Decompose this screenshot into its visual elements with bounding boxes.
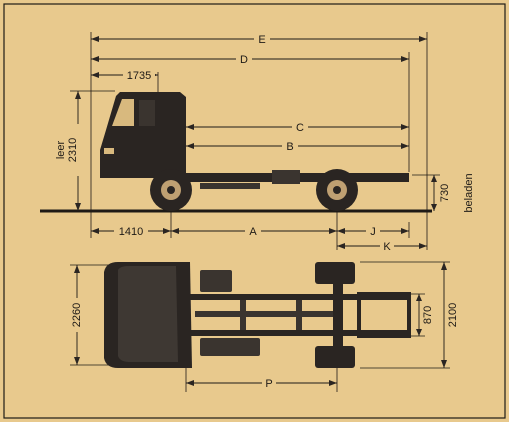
dim-label-frame-width: 870	[422, 306, 434, 324]
dim-label-track: 2100	[447, 303, 459, 327]
dim-label-P: P	[265, 378, 272, 390]
rear-wheel-right	[315, 346, 355, 368]
rear-crossmember	[357, 292, 411, 338]
side-view: E D 1735 C B 2310 leer	[40, 32, 475, 253]
drawing-border	[3, 3, 506, 419]
truck-top	[104, 262, 411, 368]
dim-label-J: J	[370, 226, 376, 238]
top-view: 2260 2100 870 P	[70, 261, 460, 392]
rear-wheel-left	[315, 262, 355, 284]
dim-label-cab: 1735	[127, 70, 151, 82]
dim-label-B: B	[286, 141, 293, 153]
dim-label-frame-height-qualifier: beladen	[463, 173, 475, 212]
truck-side	[100, 92, 409, 211]
frame-rail-right	[190, 330, 409, 336]
dim-label-C: C	[296, 122, 304, 134]
dim-label-width: 2260	[71, 303, 83, 327]
drive-shaft	[195, 311, 335, 317]
dim-label-D: D	[240, 54, 248, 66]
battery-box	[200, 338, 260, 356]
cab-door-window	[139, 100, 155, 126]
dim-label-height-qualifier: leer	[55, 140, 67, 159]
cab-window	[112, 99, 134, 126]
fuel-tank-top	[200, 270, 232, 292]
rear-axle	[333, 282, 343, 348]
headlight	[104, 148, 114, 154]
dim-label-A: A	[249, 226, 257, 238]
dim-label-front: 1410	[119, 226, 143, 238]
dim-label-K: K	[383, 241, 391, 253]
dim-label-height: 2310	[67, 138, 79, 162]
frame-rail-left	[190, 294, 409, 300]
dim-label-frame-height: 730	[439, 184, 451, 202]
fuel-tank	[200, 183, 260, 189]
dim-label-E: E	[258, 34, 265, 46]
